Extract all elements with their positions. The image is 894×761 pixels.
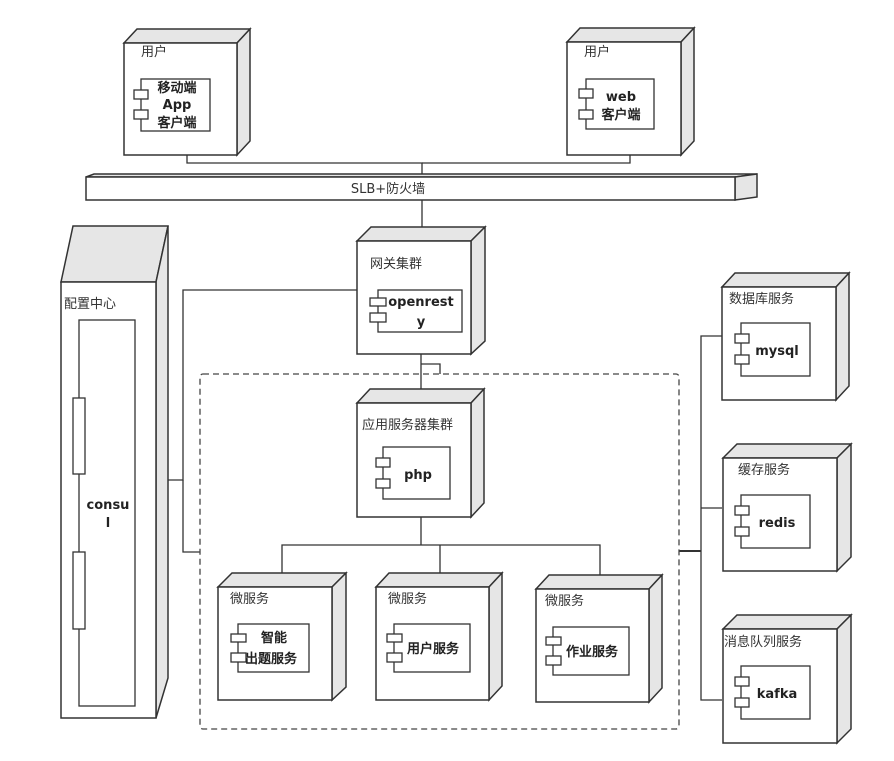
edge-gateway-group	[421, 363, 441, 374]
component-port-icon	[72, 397, 86, 475]
component-label: 客户端	[601, 107, 640, 123]
component-label: 移动端	[157, 80, 196, 96]
component-label: 作业服务	[566, 644, 619, 660]
component-label: 客户端	[157, 115, 196, 131]
node-title: 网关集群	[370, 256, 422, 272]
component-port-icon	[133, 109, 149, 120]
component-box[interactable]	[740, 665, 811, 720]
component-box[interactable]	[140, 78, 211, 132]
node-database-service[interactable]: 数据库服务 mysql	[720, 271, 851, 402]
component-label: openrest	[388, 295, 454, 310]
node-user-app[interactable]: 用户 移动端 App 客户端	[122, 27, 252, 157]
component-label: 智能	[261, 630, 287, 646]
component-port-icon	[133, 89, 149, 100]
component-box[interactable]	[740, 494, 811, 549]
component-label: kafka	[757, 687, 798, 702]
component-port-icon	[375, 478, 391, 489]
component-box[interactable]	[382, 446, 451, 500]
component-box[interactable]	[377, 289, 463, 333]
node-microservice-question[interactable]: 微服务 智能 出题服务	[216, 571, 348, 702]
component-port-icon	[369, 297, 387, 307]
component-port-icon	[578, 109, 594, 120]
edge-user-web-slb	[422, 155, 631, 164]
component-port-icon	[375, 457, 391, 468]
node-user-web[interactable]: 用户 web 客户端	[565, 26, 696, 157]
component-port-icon	[230, 652, 247, 663]
component-label: 出题服务	[245, 651, 298, 667]
node-title: 应用服务器集群	[362, 417, 453, 433]
node-message-queue-service[interactable]: 消息队列服务 kafka	[721, 613, 853, 745]
component-label: web	[606, 90, 636, 105]
node-cache-service[interactable]: 缓存服务 redis	[721, 442, 853, 573]
component-port-icon	[578, 88, 594, 99]
edge-config-group	[182, 480, 200, 553]
component-port-icon	[545, 636, 562, 646]
component-label: l	[106, 516, 110, 531]
component-label: 用户服务	[406, 641, 460, 657]
component-port-icon	[734, 676, 750, 687]
node-gateway-cluster[interactable]: 网关集群 openrest y	[355, 225, 487, 356]
component-port-icon	[386, 652, 403, 663]
component-label: consu	[87, 498, 130, 513]
microservice-group-boundary	[199, 373, 680, 730]
edge-user-app-slb	[186, 155, 423, 175]
component-box[interactable]	[552, 626, 630, 676]
node-slb-firewall[interactable]: SLB+防火墙	[85, 173, 758, 201]
component-box[interactable]	[740, 322, 811, 377]
component-label: redis	[759, 516, 796, 531]
node-app-server-cluster[interactable]: 应用服务器集群 php	[355, 387, 486, 519]
slb-label: SLB+防火墙	[351, 181, 425, 197]
component-box[interactable]	[585, 78, 655, 130]
component-port-icon	[386, 633, 403, 643]
edge-appserver-ms	[281, 544, 601, 575]
node-config-center[interactable]: 配置中心 consu l	[60, 225, 169, 719]
component-port-icon	[734, 697, 750, 708]
component-port-icon	[369, 312, 387, 323]
node-title: 数据库服务	[729, 291, 794, 307]
component-port-icon	[734, 333, 750, 344]
edge-bus-db	[700, 335, 722, 701]
component-port-icon	[734, 526, 750, 537]
node-microservice-user[interactable]: 微服务 用户服务	[374, 571, 504, 702]
node-title: 缓存服务	[738, 462, 790, 478]
component-box[interactable]	[237, 623, 310, 673]
node-title: 微服务	[230, 591, 269, 607]
node-title: 微服务	[545, 593, 584, 609]
node-title: 用户	[141, 44, 167, 60]
node-title: 消息队列服务	[724, 634, 802, 650]
node-title: 微服务	[388, 591, 427, 607]
component-port-icon	[734, 354, 750, 365]
edges	[168, 155, 722, 701]
component-label: y	[417, 315, 426, 330]
component-label: App	[163, 98, 192, 113]
component-port-icon	[230, 633, 247, 643]
node-title: 用户	[584, 44, 610, 60]
component-box[interactable]	[393, 623, 471, 673]
node-microservice-homework[interactable]: 微服务 作业服务	[534, 573, 664, 704]
component-label: mysql	[755, 344, 799, 359]
component-box[interactable]	[78, 319, 136, 707]
component-port-icon	[545, 655, 562, 666]
component-label: php	[404, 468, 432, 483]
component-port-icon	[72, 551, 86, 630]
edge-gateway-config	[168, 289, 357, 481]
node-title: 配置中心	[64, 297, 116, 312]
component-port-icon	[734, 505, 750, 516]
